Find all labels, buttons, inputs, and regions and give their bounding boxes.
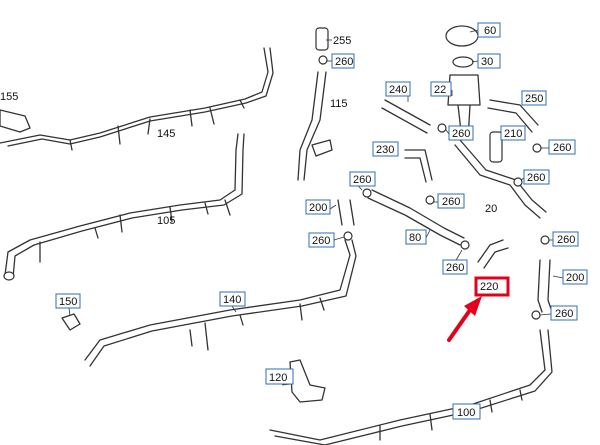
hose-220 <box>477 239 509 269</box>
label-145: 145 <box>157 128 175 140</box>
bracket-120 <box>289 359 326 403</box>
label-60: 60 <box>484 25 496 37</box>
label-155: 155 <box>0 91 18 103</box>
clamp-260-e <box>425 195 435 205</box>
seal-30 <box>452 56 474 68</box>
bracket-115 <box>311 139 333 157</box>
hose-240 <box>381 99 431 134</box>
hose-200-lower <box>537 259 553 313</box>
cap-255 <box>315 27 329 51</box>
leader-lines <box>68 29 564 386</box>
label-260-f: 260 <box>527 172 545 184</box>
pipe-140-brackets <box>189 297 325 351</box>
clamp-260-b <box>437 123 447 133</box>
label-260-h: 260 <box>446 262 464 274</box>
pipe-145 <box>0 47 274 147</box>
hose-210 <box>489 131 503 163</box>
label-210: 210 <box>504 128 522 140</box>
label-260-d: 260 <box>353 174 371 186</box>
clamp-260-h <box>460 240 470 250</box>
label-260-b: 260 <box>452 128 470 140</box>
hose-230 <box>404 149 433 183</box>
pipe-105 <box>4 133 245 279</box>
clamp-260-j <box>531 310 541 320</box>
pipe-145-brackets <box>69 99 245 151</box>
label-220: 220 <box>480 281 498 293</box>
label-120: 120 <box>269 372 287 384</box>
clamp-260-g <box>343 231 353 241</box>
pipe-100-brackets <box>379 389 523 441</box>
clamp-260-d <box>362 188 372 198</box>
pipe-105-end <box>3 271 15 281</box>
highlighted-part-220: 220 <box>447 276 510 342</box>
label-105: 105 <box>157 215 175 227</box>
red-arrow-shaft <box>447 308 472 342</box>
label-30: 30 <box>481 56 493 68</box>
label-260-c: 260 <box>553 142 571 154</box>
label-255: 255 <box>333 35 351 47</box>
label-20: 20 <box>485 203 497 215</box>
cap-60 <box>445 25 479 47</box>
label-260-e: 260 <box>442 196 460 208</box>
pipe-100 <box>269 329 553 445</box>
label-100: 100 <box>457 407 475 419</box>
label-260-j: 260 <box>555 308 573 320</box>
hose-80 <box>367 189 465 246</box>
pipe-115 <box>297 71 327 181</box>
clip-150 <box>61 313 81 331</box>
pipe-105-brackets <box>39 199 231 263</box>
pipe-140 <box>84 239 357 367</box>
label-250: 250 <box>525 93 543 105</box>
label-200-b: 200 <box>566 272 584 284</box>
clamp-260-c <box>532 143 542 153</box>
label-260-i: 260 <box>557 234 575 246</box>
label-240: 240 <box>389 84 407 96</box>
hose-250 <box>487 99 539 133</box>
fitting-155 <box>0 109 31 133</box>
clamp-260-a <box>318 55 328 65</box>
highlight-box <box>474 276 510 297</box>
red-arrow-head <box>464 296 482 316</box>
clamp-260-i <box>540 235 550 245</box>
label-230: 230 <box>376 144 394 156</box>
label-200-a: 200 <box>309 202 327 214</box>
label-140: 140 <box>223 294 241 306</box>
label-150: 150 <box>59 296 77 308</box>
label-80: 80 <box>409 232 421 244</box>
label-260-a: 260 <box>335 56 353 68</box>
label-260-g: 260 <box>312 235 330 247</box>
callouts: 255 260 115 155 145 105 60 30 22 240 250… <box>0 22 588 420</box>
label-22: 22 <box>434 84 446 96</box>
label-115: 115 <box>330 98 348 110</box>
hose-200-upper <box>337 199 355 226</box>
clamp-260-f <box>513 177 523 187</box>
